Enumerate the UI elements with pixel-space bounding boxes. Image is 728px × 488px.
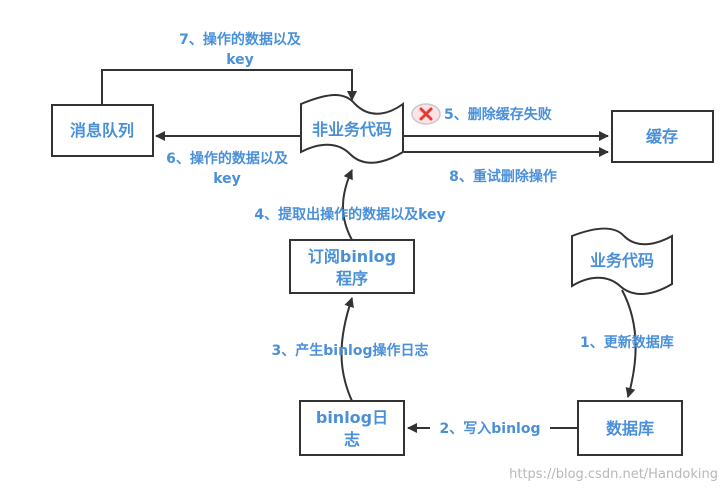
message-queue-node: 消息队列 bbox=[51, 104, 154, 157]
edge-step4-label: 4、提取出操作的数据以及key bbox=[254, 206, 445, 223]
edge-step7-label-line2: key bbox=[226, 52, 254, 68]
binlog-log-label-line2: 志 bbox=[344, 430, 360, 449]
edge-step8-label: 8、重试删除操作 bbox=[449, 168, 557, 185]
watermark: https://blog.csdn.net/Handoking bbox=[509, 467, 718, 482]
edge-step7-label-line1: 7、操作的数据以及 bbox=[179, 31, 302, 48]
business-code-label: 业务代码 bbox=[590, 251, 654, 270]
subscribe-binlog-label-line2: 程序 bbox=[336, 269, 368, 288]
edge-step1 bbox=[621, 289, 637, 398]
subscribe-binlog-node: 订阅binlog 程序 bbox=[289, 239, 415, 294]
binlog-log-label-line1: binlog日 bbox=[316, 408, 388, 427]
binlog-log-node: binlog日 志 bbox=[299, 400, 405, 456]
edge-step2-label-bg bbox=[430, 417, 550, 439]
x-circle-icon bbox=[411, 103, 441, 125]
edge-step3-label: 3、产生binlog操作日志 bbox=[272, 342, 429, 359]
subscribe-binlog-label-line1: 订阅binlog bbox=[308, 247, 396, 266]
message-queue-label: 消息队列 bbox=[70, 121, 134, 140]
database-node: 数据库 bbox=[577, 400, 683, 456]
edge-step3 bbox=[340, 297, 354, 402]
business-code-node: 业务代码 bbox=[571, 227, 673, 295]
cache-node: 缓存 bbox=[611, 110, 714, 163]
edge-step4 bbox=[342, 169, 353, 241]
edge-step1-label: 1、更新数据库 bbox=[580, 334, 674, 351]
cache-label: 缓存 bbox=[645, 127, 678, 146]
edge-step7 bbox=[101, 69, 357, 105]
non-business-code-label: 非业务代码 bbox=[312, 120, 392, 139]
edge-step6-label-line1: 6、操作的数据以及 bbox=[166, 150, 289, 167]
non-business-code-node: 非业务代码 bbox=[300, 94, 404, 164]
database-label: 数据库 bbox=[606, 419, 654, 438]
edge-step5-label: 5、删除缓存失败 bbox=[444, 106, 553, 123]
edge-step6-label-line2: key bbox=[213, 171, 241, 187]
edge-step2-label: 2、写入binlog bbox=[440, 421, 541, 437]
